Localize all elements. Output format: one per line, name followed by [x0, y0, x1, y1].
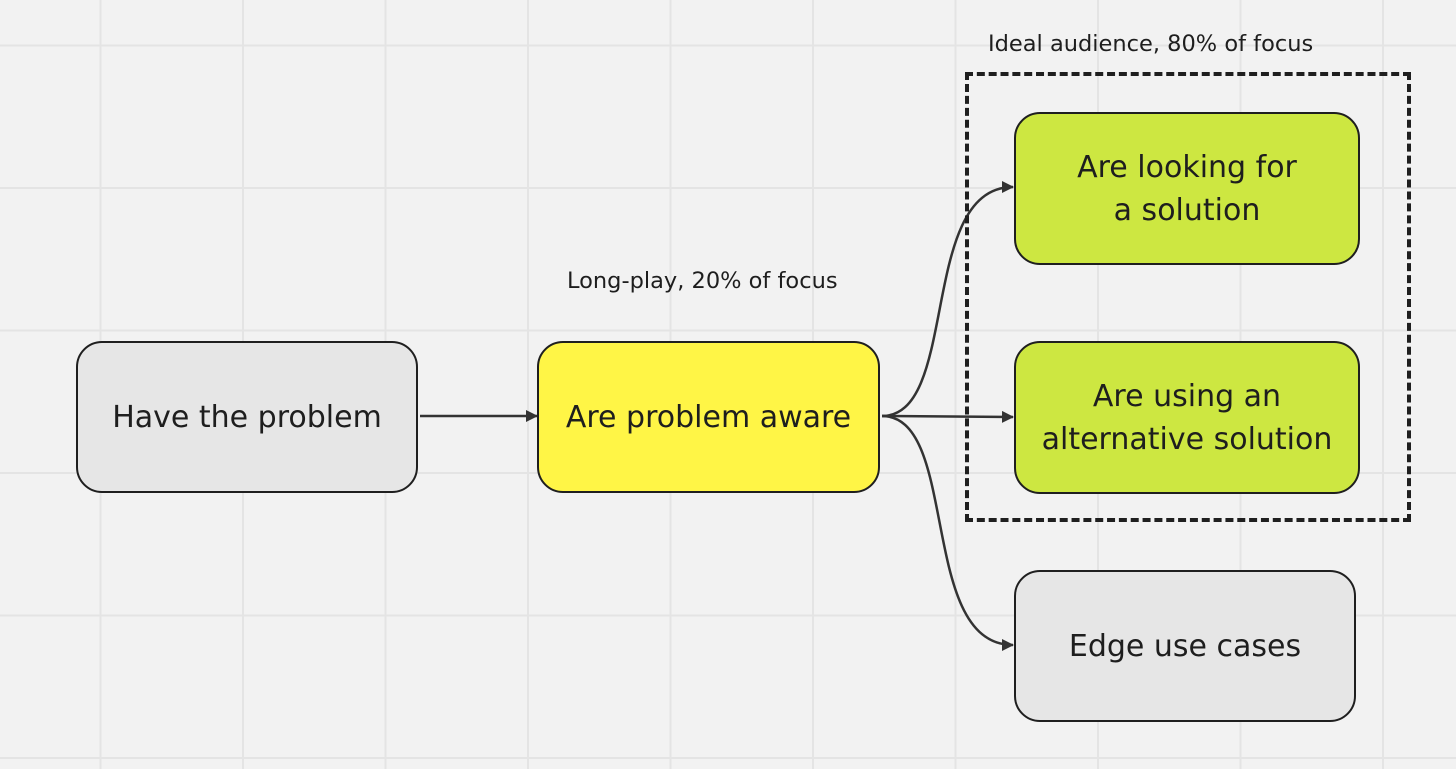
long-play-label: Long-play, 20% of focus — [567, 268, 838, 294]
connector-aware-to-alternative — [881, 410, 1014, 423]
node-have-the-problem-text: Have the problem — [112, 399, 382, 435]
node-have-the-problem[interactable]: Have the problem — [76, 341, 418, 493]
node-looking-for-solution[interactable]: Are looking for a solution — [1014, 112, 1360, 265]
connector-aware-to-looking — [881, 181, 1014, 418]
connector-aware-to-edge — [881, 414, 1014, 651]
node-are-problem-aware[interactable]: Are problem aware — [537, 341, 880, 493]
node-edge-use-cases[interactable]: Edge use cases — [1014, 570, 1356, 722]
node-are-problem-aware-text: Are problem aware — [565, 399, 852, 435]
ideal-audience-label: Ideal audience, 80% of focus — [988, 31, 1314, 57]
node-edge-use-cases-text: Edge use cases — [1068, 628, 1302, 664]
node-alternative-solution[interactable]: Are using an alternative solution — [1014, 341, 1360, 494]
node-looking-for-solution-text: Are looking for a solution — [1077, 149, 1297, 228]
ideal-audience-frame[interactable] — [965, 72, 1411, 522]
node-alternative-solution-text: Are using an alternative solution — [1041, 378, 1333, 457]
